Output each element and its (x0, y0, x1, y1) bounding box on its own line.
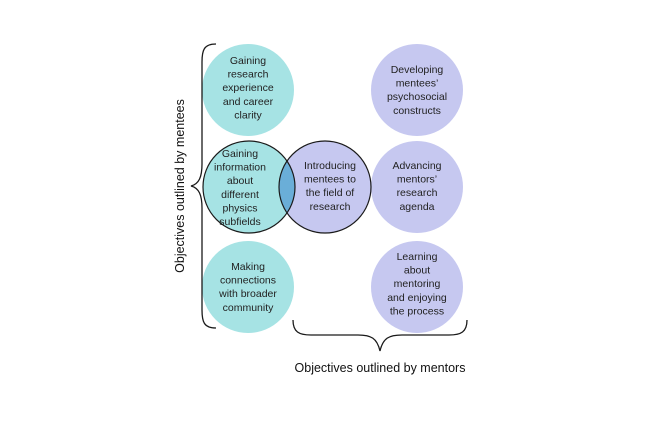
label-line: Learning (397, 251, 438, 263)
label-line: about (227, 175, 253, 187)
circle-advancing-research-agenda (371, 141, 463, 233)
mentors-axis-label: Objectives outlined by mentors (295, 361, 466, 375)
circle-gaining-information (203, 141, 295, 233)
circle-making-connections (202, 241, 294, 333)
label-line: Introducing (304, 160, 356, 172)
label-line: mentees to (304, 174, 356, 186)
label-line: connections (220, 275, 276, 287)
label-line: agenda (399, 201, 434, 213)
label-line: community (223, 302, 275, 314)
label-line: Making (231, 261, 265, 273)
label-line: psychosocial (387, 91, 447, 103)
label-line: physics (222, 202, 257, 214)
label-line: subfields (219, 216, 260, 228)
mentees-brace (190, 43, 217, 329)
label-line: Gaining (222, 148, 258, 160)
label-line: mentors’ (397, 174, 437, 186)
outline-gaining-information (202, 140, 296, 234)
label-line: about (404, 265, 430, 277)
label-line: Gaining (230, 55, 266, 67)
label-line: and enjoying (387, 292, 447, 304)
circle-developing-psychosocial (371, 44, 463, 136)
label-line: Developing (391, 64, 444, 76)
mentees-axis-label: Objectives outlined by mentees (173, 99, 187, 273)
mentors-brace (292, 319, 468, 352)
circle-introducing-mentees (279, 141, 371, 233)
label-line: mentees’ (396, 78, 439, 90)
label-line: research (228, 69, 269, 81)
label-line: research (310, 201, 351, 213)
label-line: Advancing (392, 160, 441, 172)
label-advancing-research-agenda: Advancing mentors’research agenda (392, 160, 441, 213)
label-line: constructs (393, 105, 441, 117)
label-line: with broader (218, 288, 277, 300)
label-line: clarity (234, 109, 262, 121)
label-line: mentoring (394, 278, 441, 290)
label-line: and career (223, 96, 274, 108)
outline-introducing-mentees (278, 140, 372, 234)
label-line: information (214, 162, 266, 174)
label-developing-psychosocial: Developing mentees’psychosocial constructs (387, 64, 447, 117)
label-line: research (397, 187, 438, 199)
circle-gaining-research-experience (202, 44, 294, 136)
label-line: different (221, 189, 259, 201)
label-line: the process (390, 305, 444, 317)
label-line: the field of (306, 187, 355, 199)
label-line: experience (222, 82, 274, 94)
circle-learning-about-mentoring (371, 241, 463, 333)
